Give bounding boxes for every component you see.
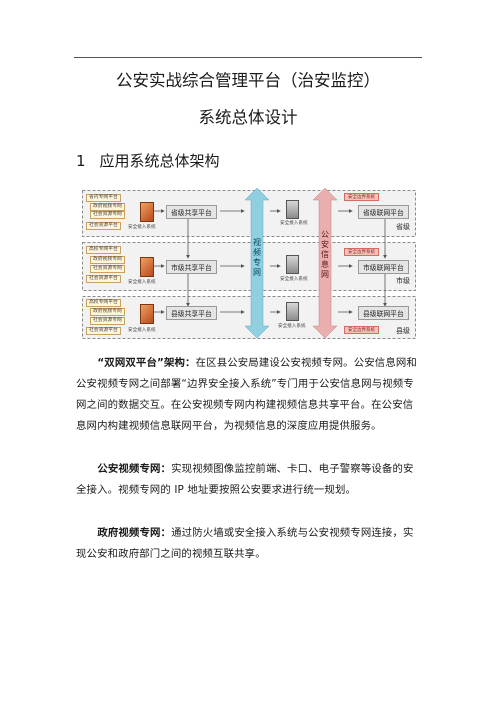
source-item: 社会资源专网 xyxy=(90,317,125,326)
access-system-label: 安全接入系统 xyxy=(278,324,306,329)
header-rule xyxy=(74,57,422,58)
server-icon xyxy=(286,200,299,219)
video-net-arrow xyxy=(244,187,270,339)
server-icon xyxy=(286,255,299,274)
security-tag: 安全边界系统 xyxy=(344,248,379,256)
paragraph-lead: 政府视频专网： xyxy=(97,527,172,539)
level-label: 县级 xyxy=(396,327,410,335)
source-item: 社会资源平台 xyxy=(86,275,121,284)
server-icon xyxy=(286,302,299,321)
section-title: 应用系统总体架构 xyxy=(99,152,220,170)
firewall-icon xyxy=(140,257,154,277)
share-platform: 省级共享平台 xyxy=(166,205,217,219)
source-item: 高校专网平台 xyxy=(86,299,121,308)
firewall-icon xyxy=(140,202,154,222)
level-label: 市级 xyxy=(396,277,410,285)
share-platform: 市级共享平台 xyxy=(166,260,217,274)
paragraph-dual-network: “双网双平台”架构：在区县公安局建设公安视频专网。公安信息网和公安视频专网之间部… xyxy=(76,353,422,437)
architecture-diagram: 视频专网 公安信息网 省内专网平台 政府视频专网 社会资源专网 社会资源平台 安… xyxy=(82,186,416,340)
paragraph-text: 通过防火墙或安全接入系统与公安视频专网连接，实现公安和政府部门之间的视频互联共享… xyxy=(76,527,414,560)
paragraph-lead: 公安视频专网： xyxy=(97,463,172,475)
source-item: 社会资源专网 xyxy=(90,211,125,220)
doc-subtitle: 系统总体设计 xyxy=(198,108,298,127)
source-item: 政府视频专网 xyxy=(90,203,125,212)
video-net-label: 视频专网 xyxy=(253,238,261,277)
access-system-label: 安全接入系统 xyxy=(128,328,156,333)
paragraph-police-video-net: 公安视频专网：实现视频图像监控前端、卡口、电子警察等设备的安全接入。视频专网的 … xyxy=(76,459,422,501)
doc-title: 公安实战综合管理平台（治安监控） xyxy=(116,71,380,90)
security-tag: 安全边界系统 xyxy=(344,326,379,334)
access-system-label: 安全接入系统 xyxy=(280,221,308,226)
paragraph-gov-video-net: 政府视频专网：通过防火墙或安全接入系统与公安视频专网连接，实现公安和政府部门之间… xyxy=(76,523,422,565)
source-item: 高校专网平台 xyxy=(86,246,121,255)
source-item: 社会资源平台 xyxy=(86,222,121,231)
access-system-label: 安全接入系统 xyxy=(128,225,156,230)
firewall-icon xyxy=(140,304,154,324)
paragraph-text: 在区县公安局建设公安视频专网。公安信息网和公安视频专网之间部署“边界安全接入系统… xyxy=(76,357,417,432)
police-net-arrow xyxy=(312,187,338,339)
paragraph-text: 实现视频图像监控前端、卡口、电子警察等设备的安全接入。视频专网的 IP 地址要按… xyxy=(76,463,414,496)
source-item: 政府视频专网 xyxy=(90,308,125,317)
interconnect-platform: 县级联网平台 xyxy=(358,306,409,320)
section-heading: 1 应用系统总体架构 xyxy=(76,150,220,171)
source-item: 社会资源平台 xyxy=(86,327,121,336)
security-tag: 安全边界系统 xyxy=(344,193,379,201)
police-net-label: 公安信息网 xyxy=(321,230,329,279)
share-platform: 县级共享平台 xyxy=(166,306,217,320)
level-label: 省级 xyxy=(396,223,410,231)
interconnect-platform: 省级联网平台 xyxy=(358,205,409,219)
access-system-label: 安全接入系统 xyxy=(280,277,308,282)
interconnect-platform: 市级联网平台 xyxy=(358,260,409,274)
source-item: 社会资源专网 xyxy=(90,265,125,274)
source-item: 省内专网平台 xyxy=(86,194,121,203)
section-number: 1 xyxy=(76,152,86,170)
source-item: 政府视频专网 xyxy=(90,256,125,265)
access-system-label: 安全接入系统 xyxy=(128,280,156,285)
paragraph-lead: “双网双平台”架构： xyxy=(97,357,196,369)
